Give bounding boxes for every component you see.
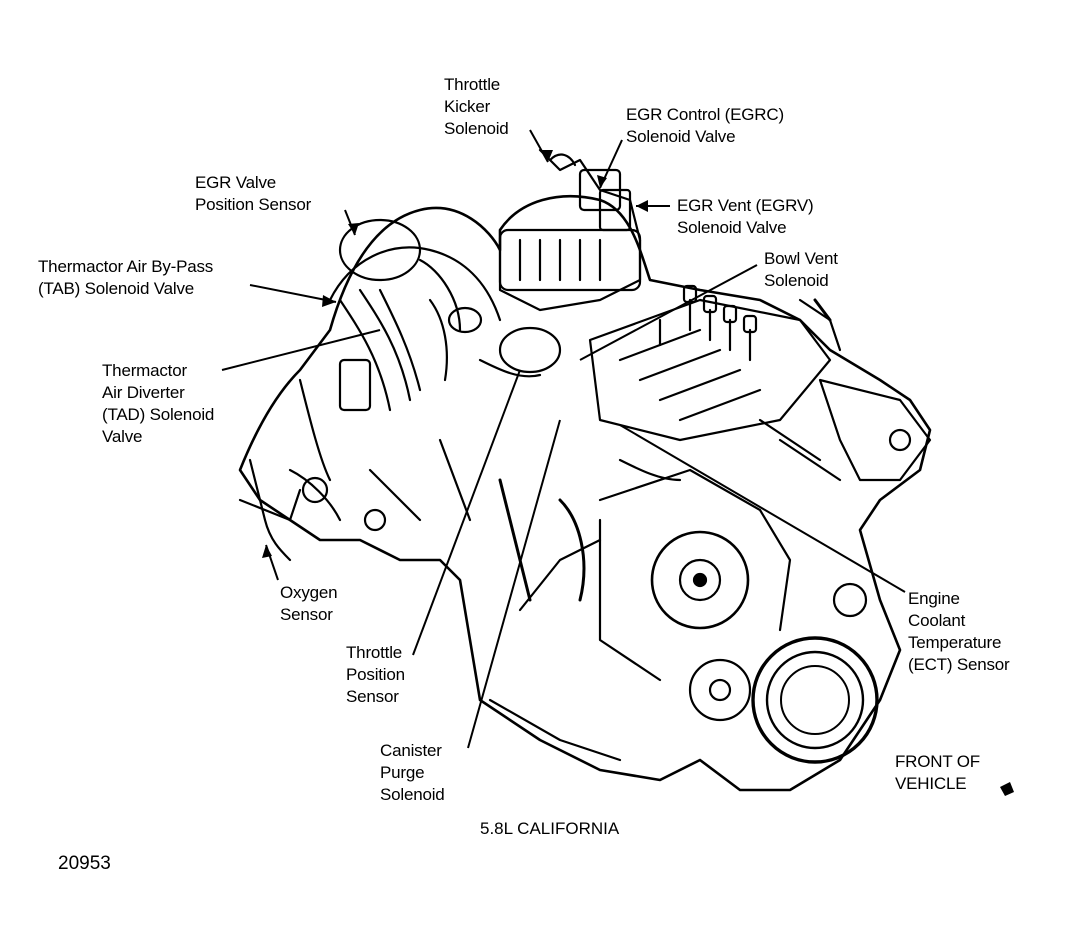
label-line: Bowl Vent <box>764 249 838 268</box>
arrow-heads <box>262 150 1014 796</box>
label-line: Oxygen <box>280 583 338 602</box>
label-egr-vent-solenoid-valve: EGR Vent (EGRV) Solenoid Valve <box>677 195 814 239</box>
label-line: Temperature <box>908 633 1002 652</box>
label-thermactor-tad-solenoid-valve: Thermactor Air Diverter (TAD) Solenoid V… <box>102 360 214 448</box>
label-line: (ECT) Sensor <box>908 655 1010 674</box>
label-line: Position <box>346 665 405 684</box>
label-line: Kicker <box>444 97 491 116</box>
label-line: Solenoid Valve <box>677 218 787 237</box>
label-line: Engine <box>908 589 960 608</box>
label-oxygen-sensor: Oxygen Sensor <box>280 582 338 626</box>
label-line: (TAD) Solenoid <box>102 405 215 424</box>
label-thermactor-tab-solenoid-valve: Thermactor Air By-Pass (TAB) Solenoid Va… <box>38 256 213 300</box>
label-throttle-position-sensor: Throttle Position Sensor <box>346 642 405 708</box>
label-line: EGR Control (EGRC) <box>626 105 784 124</box>
label-line: Throttle <box>444 75 501 94</box>
diagram-caption: 5.8L CALIFORNIA <box>480 819 620 838</box>
label-throttle-kicker-solenoid: Throttle Kicker Solenoid <box>444 74 509 140</box>
label-line: Solenoid Valve <box>626 127 736 146</box>
label-line: Position Sensor <box>195 195 312 214</box>
label-line: Solenoid <box>444 119 509 138</box>
label-front-of-vehicle: FRONT OF VEHICLE <box>895 751 980 795</box>
label-line: (TAB) Solenoid Valve <box>38 279 194 298</box>
label-ect-sensor: Engine Coolant Temperature (ECT) Sensor <box>908 588 1010 676</box>
label-line: Sensor <box>346 687 399 706</box>
label-line: Canister <box>380 741 442 760</box>
label-egr-control-solenoid-valve: EGR Control (EGRC) Solenoid Valve <box>626 104 784 148</box>
label-line: Coolant <box>908 611 966 630</box>
label-line: Thermactor <box>102 361 187 380</box>
figure-number: 20953 <box>58 853 111 874</box>
label-bowl-vent-solenoid: Bowl Vent Solenoid <box>764 248 838 292</box>
label-line: Solenoid <box>380 785 445 804</box>
label-line: Purge <box>380 763 425 782</box>
label-line: Air Diverter <box>102 383 185 402</box>
label-line: Valve <box>102 427 143 446</box>
label-line: Thermactor Air By-Pass <box>38 257 214 276</box>
label-line: VEHICLE <box>895 774 967 793</box>
label-line: Throttle <box>346 643 403 662</box>
engine-illustration <box>238 148 932 792</box>
label-line: Solenoid <box>764 271 829 290</box>
label-line: FRONT OF <box>895 752 980 771</box>
label-egr-valve-position-sensor: EGR Valve Position Sensor <box>195 172 311 216</box>
label-canister-purge-solenoid: Canister Purge Solenoid <box>380 740 445 806</box>
label-line: Sensor <box>280 605 333 624</box>
label-line: EGR Vent (EGRV) <box>677 196 814 215</box>
label-line: EGR Valve <box>195 173 277 192</box>
